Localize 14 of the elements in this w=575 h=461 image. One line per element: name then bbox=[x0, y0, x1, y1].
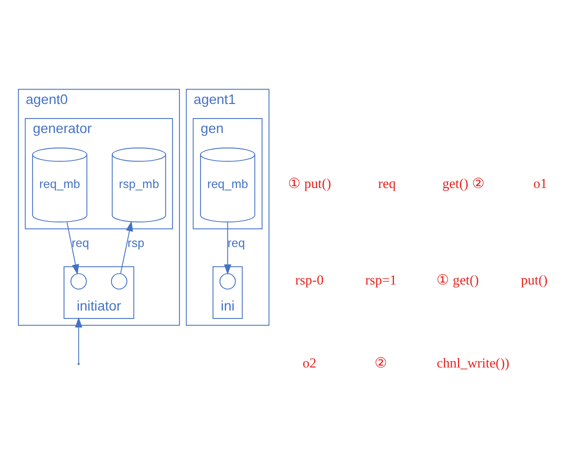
edge-label: rsp bbox=[128, 236, 144, 250]
label: o1 bbox=[533, 176, 548, 191]
label: req bbox=[378, 176, 396, 191]
label: get() ② bbox=[442, 176, 485, 191]
label: rsp-0 bbox=[295, 272, 324, 288]
edge-label: req bbox=[72, 236, 90, 250]
label: chnl_write()) bbox=[436, 354, 510, 370]
label: ① get() bbox=[436, 272, 479, 288]
label: o2 bbox=[302, 354, 316, 370]
edge-label: req bbox=[228, 236, 245, 250]
label: ② bbox=[374, 354, 388, 370]
label: put() bbox=[520, 272, 548, 288]
label: rsp=1 bbox=[365, 272, 397, 288]
label: ① put() bbox=[288, 176, 332, 191]
